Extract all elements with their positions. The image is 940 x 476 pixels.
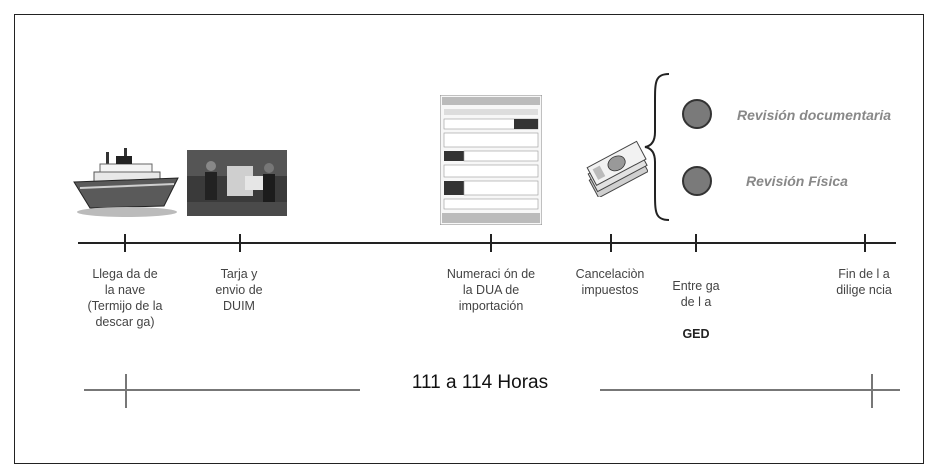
- milestone-fin-label: Fin de l a dilige ncia: [836, 267, 892, 297]
- diagram-frame: [14, 14, 924, 464]
- milestone-cancelacion-label: Cancelaciòn impuestos: [575, 267, 645, 297]
- timeline-tick: [864, 234, 866, 252]
- duration-line-left: [84, 389, 360, 391]
- milestone-tarja-label: Tarja y envio de DUIM: [215, 267, 263, 313]
- milestone-numeracion-label: Numeraci ón de la DUA de importación: [446, 267, 536, 313]
- timeline-tick: [490, 234, 492, 252]
- milestone-entrega-label: Entre ga de l a GED: [668, 262, 724, 342]
- branch-brace: [644, 73, 670, 221]
- workers-photo: [187, 150, 287, 216]
- revision-documentaria-label: Revisión documentaria: [737, 107, 892, 123]
- money-stack-icon: [586, 140, 648, 197]
- revision-documentaria-marker: [682, 99, 712, 129]
- form-document-icon: [440, 95, 542, 225]
- milestone-llegada-label: Llega da de la nave (Termijo de la desca…: [87, 267, 163, 329]
- revision-fisica-label: Revisión Física: [746, 173, 848, 189]
- duration-line-right: [600, 389, 900, 391]
- timeline-tick: [695, 234, 697, 252]
- timeline-tick: [124, 234, 126, 252]
- revision-fisica-marker: [682, 166, 712, 196]
- timeline-tick: [239, 234, 241, 252]
- ship-icon: [73, 148, 179, 217]
- timeline-axis: [78, 242, 896, 244]
- duration-tick-right: [871, 374, 873, 408]
- timeline-tick: [610, 234, 612, 252]
- ged-text: GED: [682, 327, 710, 341]
- duration-tick-left: [125, 374, 127, 408]
- entrega-text: Entre ga de l a: [672, 279, 720, 309]
- duration-label: 111 a 114 Horas: [411, 372, 549, 393]
